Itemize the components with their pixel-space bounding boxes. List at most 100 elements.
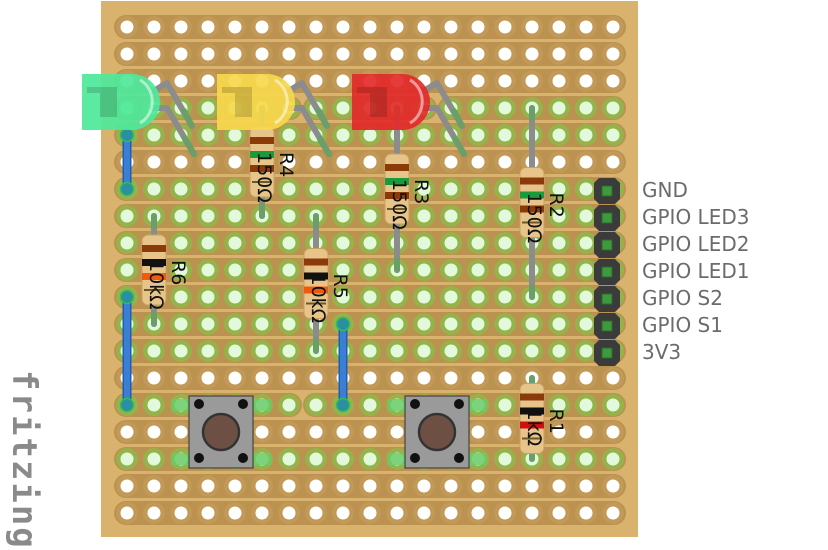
led-leg-end — [451, 108, 465, 129]
hole — [552, 20, 566, 34]
resistor-tolerance — [306, 302, 326, 305]
hole — [579, 263, 593, 277]
hole — [417, 20, 431, 34]
hole — [309, 479, 323, 493]
led-yellow — [217, 74, 332, 157]
resistor-body — [141, 234, 167, 306]
led-leg-end — [316, 108, 330, 129]
hole — [606, 506, 620, 520]
resistor-band — [142, 259, 166, 266]
hole — [147, 479, 161, 493]
hole — [174, 236, 188, 250]
hole — [498, 155, 512, 169]
hole — [363, 371, 377, 385]
button-pin — [253, 453, 271, 465]
hole — [363, 317, 377, 331]
hole — [471, 290, 485, 304]
hole — [444, 479, 458, 493]
hole — [390, 317, 404, 331]
hole — [228, 209, 242, 223]
button-cap — [201, 412, 241, 452]
led-highlight — [274, 78, 289, 125]
hole — [525, 74, 539, 88]
hole — [120, 263, 134, 277]
hole — [255, 425, 269, 439]
hole — [471, 506, 485, 520]
button-pin — [172, 399, 190, 411]
hole — [471, 344, 485, 358]
led-body — [82, 74, 160, 130]
hole — [255, 371, 269, 385]
hole — [228, 47, 242, 61]
pin-header — [594, 178, 620, 366]
hole — [579, 452, 593, 466]
hole — [417, 290, 431, 304]
hole — [201, 128, 215, 142]
hole — [228, 344, 242, 358]
hole — [552, 317, 566, 331]
hole — [228, 236, 242, 250]
hole — [147, 452, 161, 466]
button-pin — [469, 399, 487, 411]
hole — [498, 74, 512, 88]
hole — [363, 425, 377, 439]
hole — [552, 371, 566, 385]
hole — [282, 479, 296, 493]
led-body — [352, 74, 430, 130]
resistor-value: 150Ω — [388, 179, 410, 230]
hole — [471, 236, 485, 250]
hole — [390, 20, 404, 34]
button-mount-hole — [194, 399, 204, 409]
header-pin — [601, 293, 613, 305]
hole — [390, 344, 404, 358]
resistor-name: R3 — [410, 179, 432, 204]
hole — [228, 128, 242, 142]
hole — [498, 47, 512, 61]
hole — [147, 20, 161, 34]
resistor-r6: R610kΩ — [141, 213, 189, 327]
wire-end — [119, 397, 135, 413]
resistor-name: R6 — [167, 260, 189, 285]
wire-end — [335, 316, 351, 332]
hole — [309, 74, 323, 88]
hole — [417, 128, 431, 142]
hole — [336, 506, 350, 520]
hole — [147, 182, 161, 196]
hole — [120, 425, 134, 439]
hole — [282, 290, 296, 304]
hole — [363, 20, 377, 34]
hole — [336, 74, 350, 88]
hole — [498, 182, 512, 196]
hole — [336, 209, 350, 223]
hole — [579, 47, 593, 61]
resistor-band — [520, 191, 544, 199]
button-mount-hole — [410, 453, 420, 463]
hole — [255, 506, 269, 520]
hole — [282, 155, 296, 169]
watermark-text: fritzing — [4, 370, 44, 550]
hole — [336, 128, 350, 142]
hole — [309, 506, 323, 520]
hole — [282, 263, 296, 277]
hole — [120, 479, 134, 493]
hole — [552, 398, 566, 412]
hole — [498, 425, 512, 439]
button-mount-hole — [454, 399, 464, 409]
hole — [579, 344, 593, 358]
hole — [417, 344, 431, 358]
header-pin — [601, 347, 613, 359]
hole — [363, 452, 377, 466]
hole — [498, 371, 512, 385]
hole — [201, 101, 215, 115]
hole — [471, 20, 485, 34]
hole — [363, 263, 377, 277]
resistor-r2: R2150Ω — [519, 105, 567, 300]
hole — [120, 209, 134, 223]
hole — [363, 182, 377, 196]
resistor-band — [250, 137, 274, 144]
button-pin — [388, 399, 406, 411]
hole — [282, 344, 296, 358]
hole — [606, 425, 620, 439]
resistor-body — [303, 248, 329, 319]
hole — [390, 371, 404, 385]
